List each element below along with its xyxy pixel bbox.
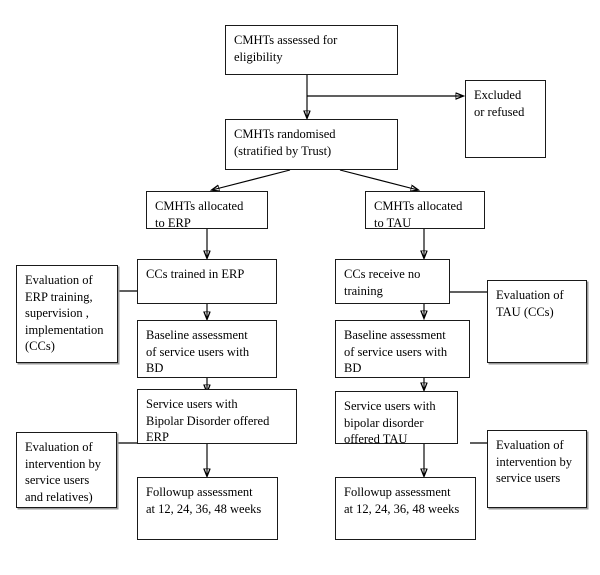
node-service-users-offered-erp: Service users with Bipolar Disorder offe… [137, 389, 297, 444]
node-baseline-assessment-erp: Baseline assessment of service users wit… [137, 320, 277, 378]
node-followup-assessment-erp: Followup assessment at 12, 24, 36, 48 we… [137, 477, 278, 540]
node-excluded-or-refused: Excluded or refused [465, 80, 546, 158]
node-cmhts-allocated-tau: CMHTs allocated to TAU [365, 191, 485, 229]
node-ccs-trained-in-erp: CCs trained in ERP [137, 259, 277, 304]
node-baseline-assessment-tau: Baseline assessment of service users wit… [335, 320, 470, 378]
node-service-users-offered-tau: Service users with bipolar disorder offe… [335, 391, 458, 444]
node-evaluation-tau-ccs: Evaluation of TAU (CCs) [487, 280, 587, 363]
node-cmhts-randomised: CMHTs randomised (stratified by Trust) [225, 119, 398, 170]
connector-randomised-to-alloc-tau [339, 169, 418, 190]
node-ccs-receive-no-training: CCs receive no training [335, 259, 450, 304]
node-evaluation-intervention-tau: Evaluation of intervention by service us… [487, 430, 587, 508]
node-evaluation-intervention-erp: Evaluation of intervention by service us… [16, 432, 117, 508]
node-followup-assessment-tau: Followup assessment at 12, 24, 36, 48 we… [335, 477, 476, 540]
connector-randomised-to-alloc-erp [212, 169, 291, 190]
node-cmhts-assessed: CMHTs assessed for eligibility [225, 25, 398, 75]
node-evaluation-erp-training: Evaluation of ERP training, supervision … [16, 265, 118, 363]
node-cmhts-allocated-erp: CMHTs allocated to ERP [146, 191, 268, 229]
